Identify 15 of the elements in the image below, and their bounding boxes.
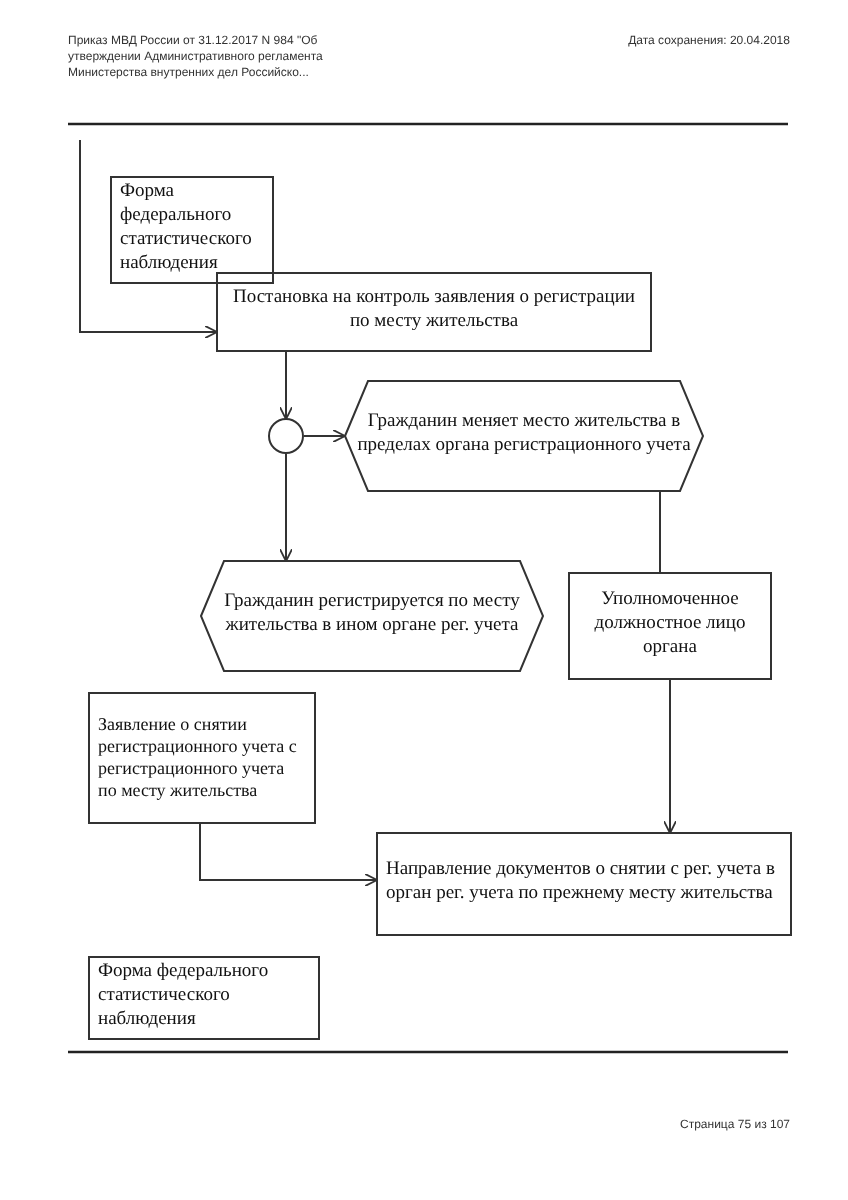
process-box: Заявление о снятии регистрационного учета с регистрационного учета по месту жительства xyxy=(88,692,316,824)
arrow xyxy=(663,679,677,835)
process-box: Направление документов о снятии с рег. учета в орган рег. учета по прежнему месту жительства xyxy=(376,832,792,936)
process-box: Постановка на контроль заявления о регистрации по месту жительства xyxy=(216,272,652,352)
process-box: Форма федерального статистического наблюдения xyxy=(110,176,274,284)
arrow xyxy=(303,429,347,443)
hexagon-box: Гражданин регистрируется по месту жительства в ином органе рег. учета xyxy=(200,560,544,672)
junction-circle xyxy=(268,418,304,454)
arrow xyxy=(79,139,219,339)
process-box: Форма федерального статистического наблюдения xyxy=(88,956,320,1040)
arrow xyxy=(199,823,379,887)
arrow xyxy=(279,453,293,563)
arrow xyxy=(279,351,293,421)
process-box: Уполномоченное должностное лицо органа xyxy=(568,572,772,680)
hexagon-box: Гражданин меняет место жительства в пределах органа регистрационного учета xyxy=(344,380,704,492)
